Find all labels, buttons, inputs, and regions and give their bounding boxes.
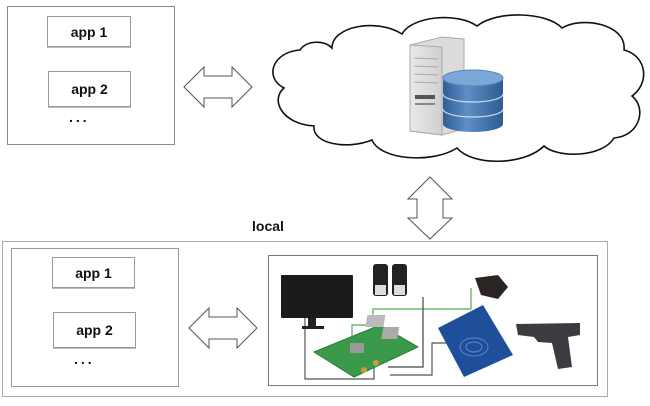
rfid-wire — [390, 342, 450, 376]
local-label: local — [252, 218, 284, 234]
local-apps-ellipsis: ... — [74, 351, 95, 367]
hardware-illustration — [281, 264, 580, 380]
database-icon — [442, 69, 504, 132]
bidirectional-arrow-top — [183, 65, 253, 109]
bidirectional-arrow-vertical — [406, 176, 454, 240]
local-app-1: app 1 — [52, 257, 135, 288]
pistol-icon — [516, 323, 580, 369]
fingerprint-sensor-icon — [475, 275, 508, 299]
raspberry-pi-icon — [312, 315, 420, 378]
monitor-icon — [281, 275, 353, 329]
monitor-wire — [304, 311, 375, 380]
cloud-apps-ellipsis: ... — [69, 109, 90, 125]
local-app-2: app 2 — [53, 312, 136, 348]
cloud-app-2: app 2 — [48, 71, 131, 107]
bidirectional-arrow-local — [188, 306, 258, 350]
speaker-wire — [388, 297, 424, 368]
speakers-icon — [373, 264, 407, 296]
rfid-reader-icon — [438, 305, 513, 377]
cloud-app-1: app 1 — [47, 16, 131, 47]
